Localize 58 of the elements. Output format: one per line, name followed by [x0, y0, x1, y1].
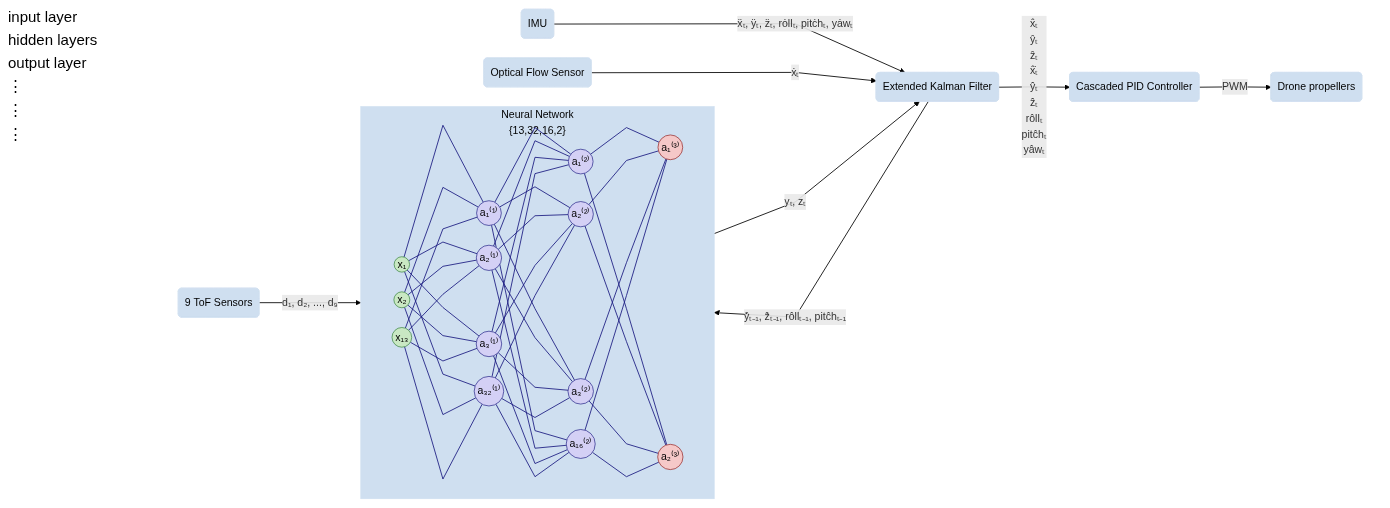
node-circle: a₂⁽²⁾: [567, 201, 594, 228]
connector: [590, 127, 660, 155]
connector: [493, 140, 570, 247]
connector: [407, 259, 477, 296]
edge-label: x̂ₜ ŷₜ ẑₜ x̂̇ₜ ŷ̇ₜ ẑ̇ₜ rôllₜ pitĉhₜ yâwₜ: [1021, 17, 1047, 156]
node-circle: a₁⁽²⁾: [568, 148, 594, 175]
connector: [495, 403, 570, 478]
node-circle: a₂⁽³⁾: [657, 444, 684, 470]
note-label: ⋮: [8, 77, 24, 95]
connector: [404, 306, 477, 415]
node-circle: x₁₃: [391, 327, 412, 348]
connector: [404, 271, 476, 387]
connector: [497, 352, 569, 391]
connector: [406, 269, 480, 337]
node-circle: x₂: [393, 291, 411, 309]
connector: [588, 400, 659, 454]
edge-label: d₁, d₂, ..., d₉: [282, 296, 338, 308]
edge-label: PWM: [1222, 80, 1248, 93]
edge-label: ẋₜ: [791, 66, 800, 78]
note-label: input layer: [8, 8, 79, 25]
connector: [408, 241, 478, 262]
connector: [407, 304, 477, 343]
connector: [491, 224, 568, 441]
node-circle: a₂⁽¹⁾: [476, 244, 502, 271]
connector: [584, 225, 667, 446]
connector: [491, 269, 567, 449]
edge-label: ẍₜ, ÿₜ, z̈ₜ, rȯllₜ, pitċhₜ, yȧwₜ: [737, 17, 854, 29]
connector: [493, 355, 568, 464]
edge-label: yₜ, zₜ: [784, 196, 806, 208]
note-label: ⋮: [8, 101, 24, 119]
connector: [404, 186, 479, 293]
connector: [404, 346, 483, 480]
node-circle: a₁₆⁽²⁾: [565, 429, 596, 459]
connector: [403, 124, 484, 258]
connector: [497, 214, 569, 250]
connector: [409, 341, 478, 362]
connector: [494, 127, 572, 203]
connector: [592, 451, 660, 478]
note-label: hidden layers: [8, 31, 99, 48]
node-circle: a₁⁽³⁾: [657, 134, 684, 161]
connector: [494, 223, 573, 334]
note-label: output layer: [8, 54, 88, 71]
connector: [491, 156, 569, 332]
node-circle: a₃⁽²⁾: [567, 378, 594, 405]
node-circle: a₃₂⁽¹⁾: [473, 376, 505, 407]
connector: [588, 150, 659, 205]
node-circle: x₁: [393, 256, 410, 273]
connector: [501, 397, 571, 418]
connector: [494, 268, 573, 383]
node-circle: a₃⁽¹⁾: [475, 330, 503, 357]
connector: [584, 158, 667, 380]
edge-label: ŷ̇ₜ₋₁, ẑ̇ₜ₋₁, rôllₜ₋₁, pitĉhₜ₋₁: [744, 311, 847, 323]
node-circle: a₁⁽¹⁾: [476, 200, 502, 226]
connector: [408, 265, 480, 331]
note-label: ⋮: [8, 125, 24, 143]
connector: [499, 186, 571, 209]
connector: [491, 164, 570, 378]
connector: [404, 216, 478, 329]
